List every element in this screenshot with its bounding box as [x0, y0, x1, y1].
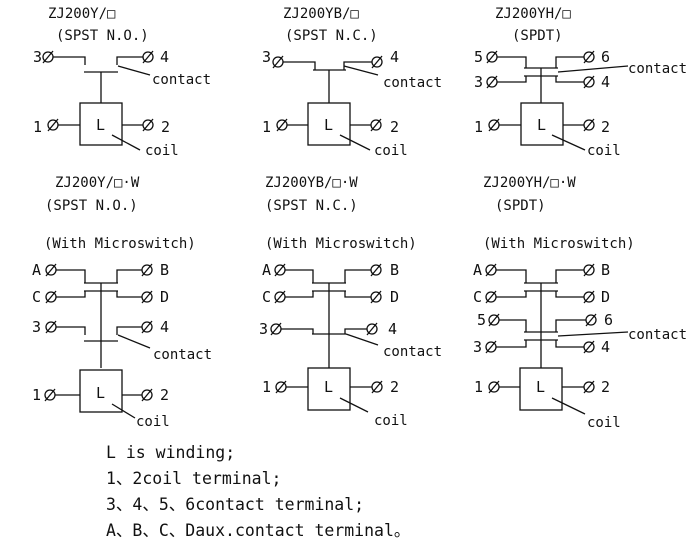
coil-symbol-label: L — [324, 116, 333, 134]
terminal-label: D — [160, 288, 169, 306]
switch-contact-symbol — [270, 263, 382, 368]
diagram-subtitle: (SPST N.C.) — [285, 28, 378, 44]
coil-symbol-label: L — [96, 116, 105, 134]
coil-symbol — [488, 102, 595, 151]
coil-label: coil — [136, 414, 170, 430]
terminal-label: 3 — [32, 318, 41, 336]
diagram-zj200yb-w: ZJ200YB/□·W (SPST N.C.) (With Microswitc… — [259, 175, 442, 429]
coil-label: coil — [587, 415, 621, 431]
legend: L is winding; 1、2coil terminal; 3、4、5、6c… — [106, 440, 410, 544]
diagram-zj200yh: ZJ200YH/□ (SPDT) 5 6 3 4 1 2 contact — [474, 6, 687, 159]
diagram-title: ZJ200Y/□ — [48, 6, 116, 22]
switch-contact-symbol — [485, 263, 629, 368]
terminal-label: 2 — [390, 118, 399, 136]
terminal-label: A — [32, 261, 41, 279]
diagram-note: (With Microswitch) — [265, 236, 417, 252]
diagram-title: ZJ200YH/□·W — [483, 175, 576, 191]
coil-symbol — [44, 369, 153, 419]
contact-label: contact — [628, 61, 687, 77]
terminal-label: 1 — [474, 118, 483, 136]
terminal-label: 1 — [474, 378, 483, 396]
terminal-label: 2 — [160, 386, 169, 404]
terminal-label: 4 — [160, 318, 169, 336]
terminal-label: 3 — [33, 48, 42, 66]
contact-label: contact — [383, 75, 442, 91]
legend-line: A、B、C、Daux.contact terminal。 — [106, 521, 411, 540]
terminal-label: 6 — [604, 311, 613, 329]
terminal-label: 2 — [601, 378, 610, 396]
terminal-label: 4 — [601, 338, 610, 356]
terminal-label: A — [473, 261, 482, 279]
terminal-label: 2 — [390, 378, 399, 396]
coil-symbol — [488, 367, 595, 415]
coil-label: coil — [374, 143, 408, 159]
diagram-zj200yh-w: ZJ200YH/□·W (SPDT) (With Microswitch) A … — [473, 175, 687, 431]
coil-symbol — [47, 102, 154, 151]
coil-symbol-label: L — [536, 378, 545, 396]
terminal-label: 5 — [474, 48, 483, 66]
terminal-label: 1 — [32, 386, 41, 404]
terminal-label: 3 — [259, 320, 268, 338]
terminal-label: 5 — [477, 311, 486, 329]
terminal-label: C — [262, 288, 271, 306]
diagram-zj200yb: ZJ200YB/□ (SPST N.C.) 3 4 1 2 contact L … — [262, 6, 442, 159]
diagram-title: ZJ200YB/□ — [283, 6, 359, 22]
terminal-label: C — [473, 288, 482, 306]
coil-symbol — [276, 102, 382, 151]
legend-line: 3、4、5、6contact terminal; — [106, 495, 365, 514]
diagram-subtitle: (SPST N.C.) — [265, 198, 358, 214]
switch-contact-symbol — [272, 55, 383, 103]
diagram-subtitle: (SPDT) — [512, 28, 563, 44]
contact-label: contact — [153, 347, 212, 363]
terminal-label: 1 — [262, 378, 271, 396]
legend-line: L is winding; — [106, 443, 236, 462]
terminal-label: B — [160, 261, 169, 279]
coil-label: coil — [145, 143, 179, 159]
coil-label: coil — [374, 413, 408, 429]
terminal-label: 6 — [601, 48, 610, 66]
diagram-subtitle: (SPDT) — [495, 198, 546, 214]
terminal-label: 4 — [390, 48, 399, 66]
terminal-label: B — [390, 261, 399, 279]
terminal-label: A — [262, 261, 271, 279]
terminal-label: B — [601, 261, 610, 279]
diagram-note: (With Microswitch) — [483, 236, 635, 252]
terminal-label: 4 — [160, 48, 169, 66]
switch-contact-symbol — [42, 50, 154, 103]
diagram-zj200y-w: ZJ200Y/□·W (SPST N.O.) (With Microswitch… — [32, 175, 212, 430]
terminal-label: C — [32, 288, 41, 306]
coil-symbol-label: L — [324, 378, 333, 396]
terminal-label: 2 — [601, 118, 610, 136]
diagram-subtitle: (SPST N.O.) — [45, 198, 138, 214]
terminal-label: 4 — [601, 73, 610, 91]
legend-line: 1、2coil terminal; — [106, 469, 282, 488]
coil-label: coil — [587, 143, 621, 159]
diagram-title: ZJ200YH/□ — [495, 6, 571, 22]
terminal-label: 1 — [262, 118, 271, 136]
terminal-label: 4 — [388, 320, 397, 338]
coil-symbol — [275, 367, 383, 413]
terminal-label: D — [601, 288, 610, 306]
terminal-label: 3 — [474, 73, 483, 91]
terminal-label: 2 — [161, 118, 170, 136]
diagram-subtitle: (SPST N.O.) — [56, 28, 149, 44]
terminal-label: 1 — [33, 118, 42, 136]
contact-label: contact — [383, 344, 442, 360]
terminal-label: 3 — [473, 338, 482, 356]
contact-label: contact — [152, 72, 211, 88]
diagram-title: ZJ200YB/□·W — [265, 175, 358, 191]
terminal-label: 3 — [262, 48, 271, 66]
coil-symbol-label: L — [537, 116, 546, 134]
switch-contact-symbol — [45, 263, 153, 368]
terminal-label: D — [390, 288, 399, 306]
diagram-zj200y: ZJ200Y/□ (SPST N.O.) 3 4 1 2 contact L c… — [33, 6, 211, 159]
switch-contact-symbol — [486, 50, 629, 103]
diagram-note: (With Microswitch) — [44, 236, 196, 252]
coil-symbol-label: L — [96, 384, 105, 402]
diagram-title: ZJ200Y/□·W — [55, 175, 140, 191]
contact-label: contact — [628, 327, 687, 343]
